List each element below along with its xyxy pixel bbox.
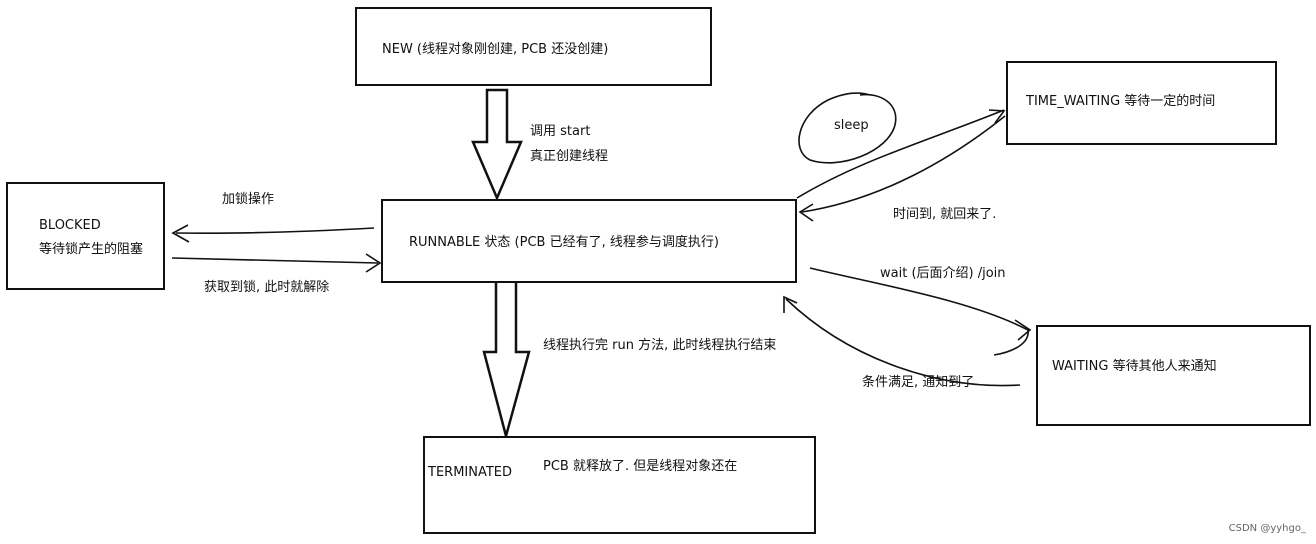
- state-time-waiting: TIME_WAITING 等待一定的时间: [1006, 61, 1277, 145]
- arrow-runnable-to-time-waiting: [796, 109, 1005, 199]
- watermark: CSDN @yyhgo_: [1228, 523, 1306, 534]
- state-waiting-label: WAITING 等待其他人来通知: [1052, 359, 1217, 374]
- arrow-runnable-to-waiting: [809, 267, 1029, 356]
- state-runnable-label: RUNNABLE 状态 (PCB 已经有了, 线程参与调度执行): [409, 235, 719, 250]
- arrow-runnable-to-blocked: [175, 227, 375, 234]
- arrow-blocked-to-runnable: [171, 257, 379, 264]
- state-waiting: WAITING 等待其他人来通知: [1036, 325, 1311, 426]
- label-wait: wait (后面介绍) /join: [880, 266, 1006, 281]
- arrow-new-to-runnable: [471, 88, 523, 202]
- arrow-time-waiting-to-runnable: [801, 115, 1006, 213]
- state-time-waiting-label: TIME_WAITING 等待一定的时间: [1026, 94, 1216, 109]
- arrow-waiting-to-runnable: [785, 298, 1021, 387]
- state-blocked-desc: 等待锁产生的阻塞: [39, 242, 144, 257]
- state-new: NEW (线程对象刚创建, PCB 还没创建): [355, 7, 712, 86]
- sleep-scribble: [798, 92, 897, 164]
- state-terminated-name: TERMINATED: [428, 465, 513, 480]
- arrow-runnable-to-terminated: [482, 278, 531, 441]
- label-unlock: 获取到锁, 此时就解除: [204, 280, 330, 295]
- label-run-end: 线程执行完 run 方法, 此时线程执行结束: [543, 338, 777, 353]
- label-sleep: sleep: [834, 118, 869, 133]
- state-blocked-name: BLOCKED: [39, 218, 101, 233]
- label-start: 调用 start: [530, 124, 591, 139]
- label-notify: 条件满足, 通知到了: [862, 375, 975, 390]
- state-new-label: NEW (线程对象刚创建, PCB 还没创建): [382, 42, 609, 57]
- state-terminated-note: PCB 就释放了. 但是线程对象还在: [543, 459, 738, 474]
- label-start-desc: 真正创建线程: [530, 149, 609, 164]
- state-terminated: TERMINATED PCB 就释放了. 但是线程对象还在: [423, 436, 816, 534]
- state-runnable: RUNNABLE 状态 (PCB 已经有了, 线程参与调度执行): [381, 199, 797, 283]
- label-time-up: 时间到, 就回来了.: [893, 207, 997, 222]
- state-blocked: BLOCKED 等待锁产生的阻塞: [6, 182, 165, 290]
- label-lock: 加锁操作: [222, 192, 275, 207]
